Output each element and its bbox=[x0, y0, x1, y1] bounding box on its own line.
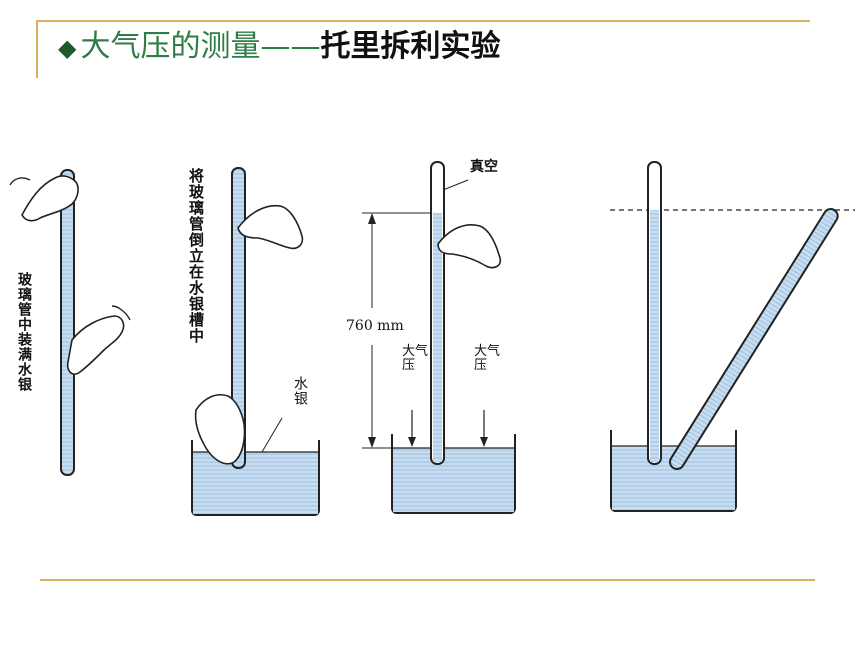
vacuum-label: 真空 bbox=[470, 159, 498, 175]
arrow-up-icon bbox=[368, 213, 376, 224]
mercury-trough bbox=[191, 440, 320, 516]
atm-label-right: 大气压 bbox=[474, 344, 501, 373]
mercury-label: 水银 bbox=[292, 376, 308, 406]
panel-2-inverting bbox=[191, 167, 320, 516]
hand-icon bbox=[437, 224, 502, 269]
mercury-column bbox=[650, 210, 659, 462]
arrow-down-icon bbox=[408, 437, 416, 447]
left-rule bbox=[36, 20, 38, 78]
hand-icon bbox=[194, 394, 246, 465]
tilted-glass-tube bbox=[669, 208, 839, 470]
slide-title: ◆大气压的测量——托里拆利实验 bbox=[58, 27, 500, 68]
panel-1-filling bbox=[9, 169, 131, 476]
step2-label: 将玻璃管倒立在水银槽中 bbox=[187, 168, 205, 344]
arrow-down-icon bbox=[480, 437, 488, 447]
mercury-column bbox=[433, 213, 442, 462]
glass-tube bbox=[231, 167, 246, 469]
diamond-bullet-icon: ◆ bbox=[58, 34, 77, 62]
title-sub: 托里拆利实验 bbox=[320, 29, 501, 64]
panel-4-tilted bbox=[610, 161, 855, 512]
title-main: 大气压的测量—— bbox=[80, 29, 321, 64]
height-label: 760 mm bbox=[344, 318, 406, 334]
panel-3-measurement bbox=[362, 161, 516, 514]
atm-label-left: 大气压 bbox=[402, 344, 429, 373]
hand-icon bbox=[237, 204, 304, 250]
mercury-in-trough bbox=[193, 452, 318, 514]
mercury-trough bbox=[391, 434, 516, 514]
mercury-trough bbox=[610, 430, 737, 512]
step1-label: 玻璃管中装满水银 bbox=[16, 272, 32, 392]
hand-icon bbox=[21, 175, 79, 222]
bottom-rule bbox=[40, 579, 815, 581]
glass-tube bbox=[60, 169, 75, 476]
mercury-in-trough bbox=[393, 448, 514, 512]
hand-icon bbox=[66, 315, 125, 375]
top-rule bbox=[36, 20, 810, 22]
arrow-down-icon bbox=[368, 437, 376, 448]
